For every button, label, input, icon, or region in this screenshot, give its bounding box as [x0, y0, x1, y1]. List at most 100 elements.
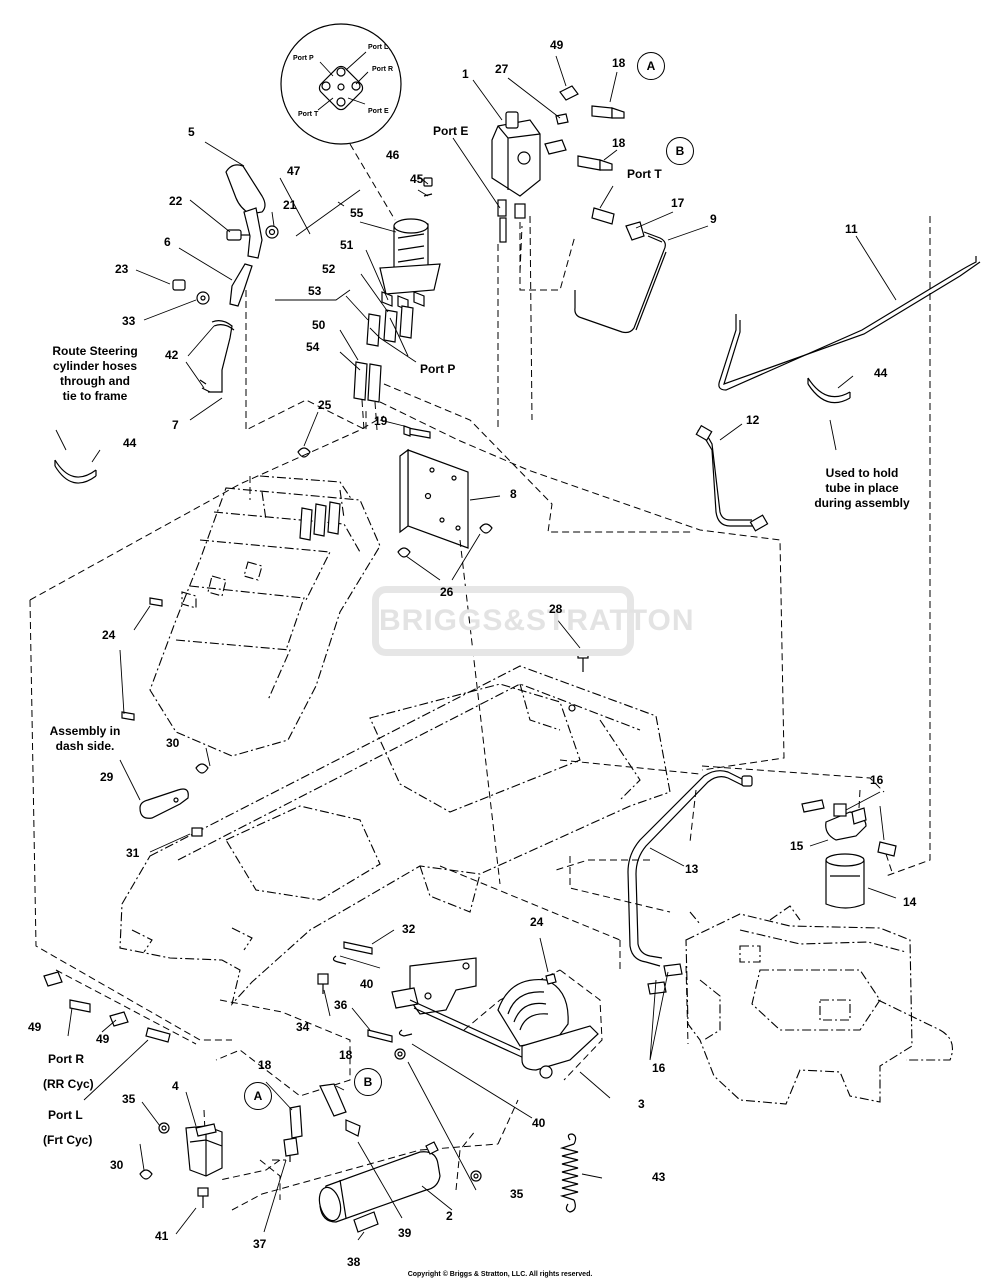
- callout-11: 11: [845, 222, 858, 236]
- callout-16-right: 16: [870, 773, 884, 787]
- control-valve: [491, 85, 579, 430]
- callout-13: 13: [685, 862, 699, 876]
- callout-39: 39: [398, 1226, 412, 1240]
- callout-49-top: 49: [550, 38, 564, 52]
- bracket-8: [297, 447, 493, 558]
- watermark-logo: BRIGGS&STRATTON: [372, 586, 694, 656]
- fittings-18-top: [577, 105, 625, 171]
- callout-37: 37: [253, 1237, 267, 1251]
- pins-and-clips: [317, 941, 413, 1060]
- inset-port-t-label: Port T: [298, 111, 319, 118]
- callout-55: 55: [350, 206, 364, 220]
- callout-26: 26: [440, 585, 454, 599]
- bolt-19: [403, 425, 431, 439]
- port-e-label: Port E: [433, 124, 469, 138]
- callout-31: 31: [126, 846, 140, 860]
- callout-7: 7: [172, 418, 179, 432]
- steering-cylinder-2: [283, 1083, 482, 1233]
- callout-54: 54: [306, 340, 320, 354]
- port-l-label: Port L: [48, 1108, 83, 1122]
- callout-46: 46: [386, 148, 400, 162]
- port-l-sub-label: (Frt Cyc): [43, 1133, 93, 1147]
- callout-44-left: 44: [123, 436, 137, 450]
- steering-bracket-3: [391, 957, 599, 1079]
- callout-45: 45: [410, 172, 424, 186]
- callout-49-bottom-mid: 49: [96, 1032, 110, 1046]
- callout-24-left: 24: [102, 628, 116, 642]
- callout-49-bottom-left: 49: [28, 1020, 42, 1034]
- clamp-left: [54, 459, 97, 484]
- filter-assembly: [647, 799, 897, 995]
- callout-28: 28: [549, 602, 563, 616]
- note-route-steering: Route Steering cylinder hoses through an…: [52, 344, 138, 403]
- copyright-text: Copyright © Briggs & Stratton, LLC. All …: [407, 1271, 593, 1278]
- inset-port-l-label: Port L: [368, 44, 389, 51]
- callout-18-bottom-a: 18: [258, 1058, 272, 1072]
- port-r-label: Port R: [48, 1052, 84, 1066]
- callout-3: 3: [638, 1097, 645, 1111]
- tube-13: [627, 770, 753, 967]
- spring-43: [559, 1133, 579, 1213]
- callout-25: 25: [318, 398, 332, 412]
- callout-36: 36: [334, 998, 348, 1012]
- callout-4: 4: [172, 1079, 179, 1093]
- port-r-sub-label: (RR Cyc): [43, 1077, 94, 1091]
- tube-9: [574, 207, 667, 334]
- clamp-right: [807, 377, 851, 404]
- port-t-label: Port T: [627, 167, 662, 181]
- callout-44-right: 44: [874, 366, 888, 380]
- bottom-left-fittings: [43, 971, 171, 1043]
- callout-47: 47: [287, 164, 301, 178]
- callout-40-bottom: 40: [532, 1116, 546, 1130]
- callout-19: 19: [374, 414, 388, 428]
- callout-24-bottom: 24: [530, 915, 544, 929]
- callout-8: 8: [510, 487, 517, 501]
- callout-23: 23: [115, 262, 129, 276]
- callout-5: 5: [188, 125, 195, 139]
- assembly-lines: [29, 215, 931, 1211]
- ref-b-top: B: [666, 137, 694, 165]
- callout-6: 6: [164, 235, 171, 249]
- callout-12: 12: [746, 413, 760, 427]
- ref-b-bottom: B: [354, 1068, 382, 1096]
- callout-35-left: 35: [122, 1092, 136, 1106]
- note-assembly-dash: Assembly in dash side.: [49, 724, 121, 753]
- callout-16-bottom: 16: [652, 1061, 666, 1075]
- callout-52: 52: [322, 262, 336, 276]
- callout-17: 17: [671, 196, 685, 210]
- callout-14: 14: [903, 895, 917, 909]
- callout-9: 9: [710, 212, 717, 226]
- callout-40-top: 40: [360, 977, 374, 991]
- callout-30-bottom: 30: [110, 1158, 124, 1172]
- fittings-51-54: [353, 305, 414, 431]
- callout-43: 43: [652, 1170, 666, 1184]
- callout-34: 34: [296, 1020, 310, 1034]
- dash-frame: [121, 475, 381, 757]
- ref-a-top: A: [637, 52, 665, 80]
- callout-2: 2: [446, 1209, 453, 1223]
- callout-1: 1: [462, 67, 469, 81]
- callout-18-top-a: 18: [612, 56, 626, 70]
- callout-32: 32: [402, 922, 416, 936]
- inset-port-e-label: Port E: [368, 108, 389, 115]
- bracket-29: [139, 763, 209, 837]
- tube-11: [718, 256, 981, 391]
- port-inset-circle: [280, 23, 402, 145]
- bracket-4: [139, 1122, 223, 1208]
- callout-50: 50: [312, 318, 326, 332]
- callout-18-bottom-b: 18: [339, 1048, 353, 1062]
- callout-38: 38: [347, 1255, 361, 1269]
- note-used-to-hold: Used to hold tube in place during assemb…: [814, 466, 910, 510]
- leader-lines: [55, 55, 897, 1241]
- inset-port-r-label: Port R: [372, 66, 393, 73]
- callout-18-top-b: 18: [612, 136, 626, 150]
- callout-53: 53: [308, 284, 322, 298]
- motor-55: [379, 177, 441, 311]
- callout-21: 21: [283, 198, 297, 212]
- callout-51: 51: [340, 238, 354, 252]
- callout-22: 22: [169, 194, 183, 208]
- callout-30-mid: 30: [166, 736, 180, 750]
- tube-12: [695, 424, 769, 532]
- callout-27: 27: [495, 62, 509, 76]
